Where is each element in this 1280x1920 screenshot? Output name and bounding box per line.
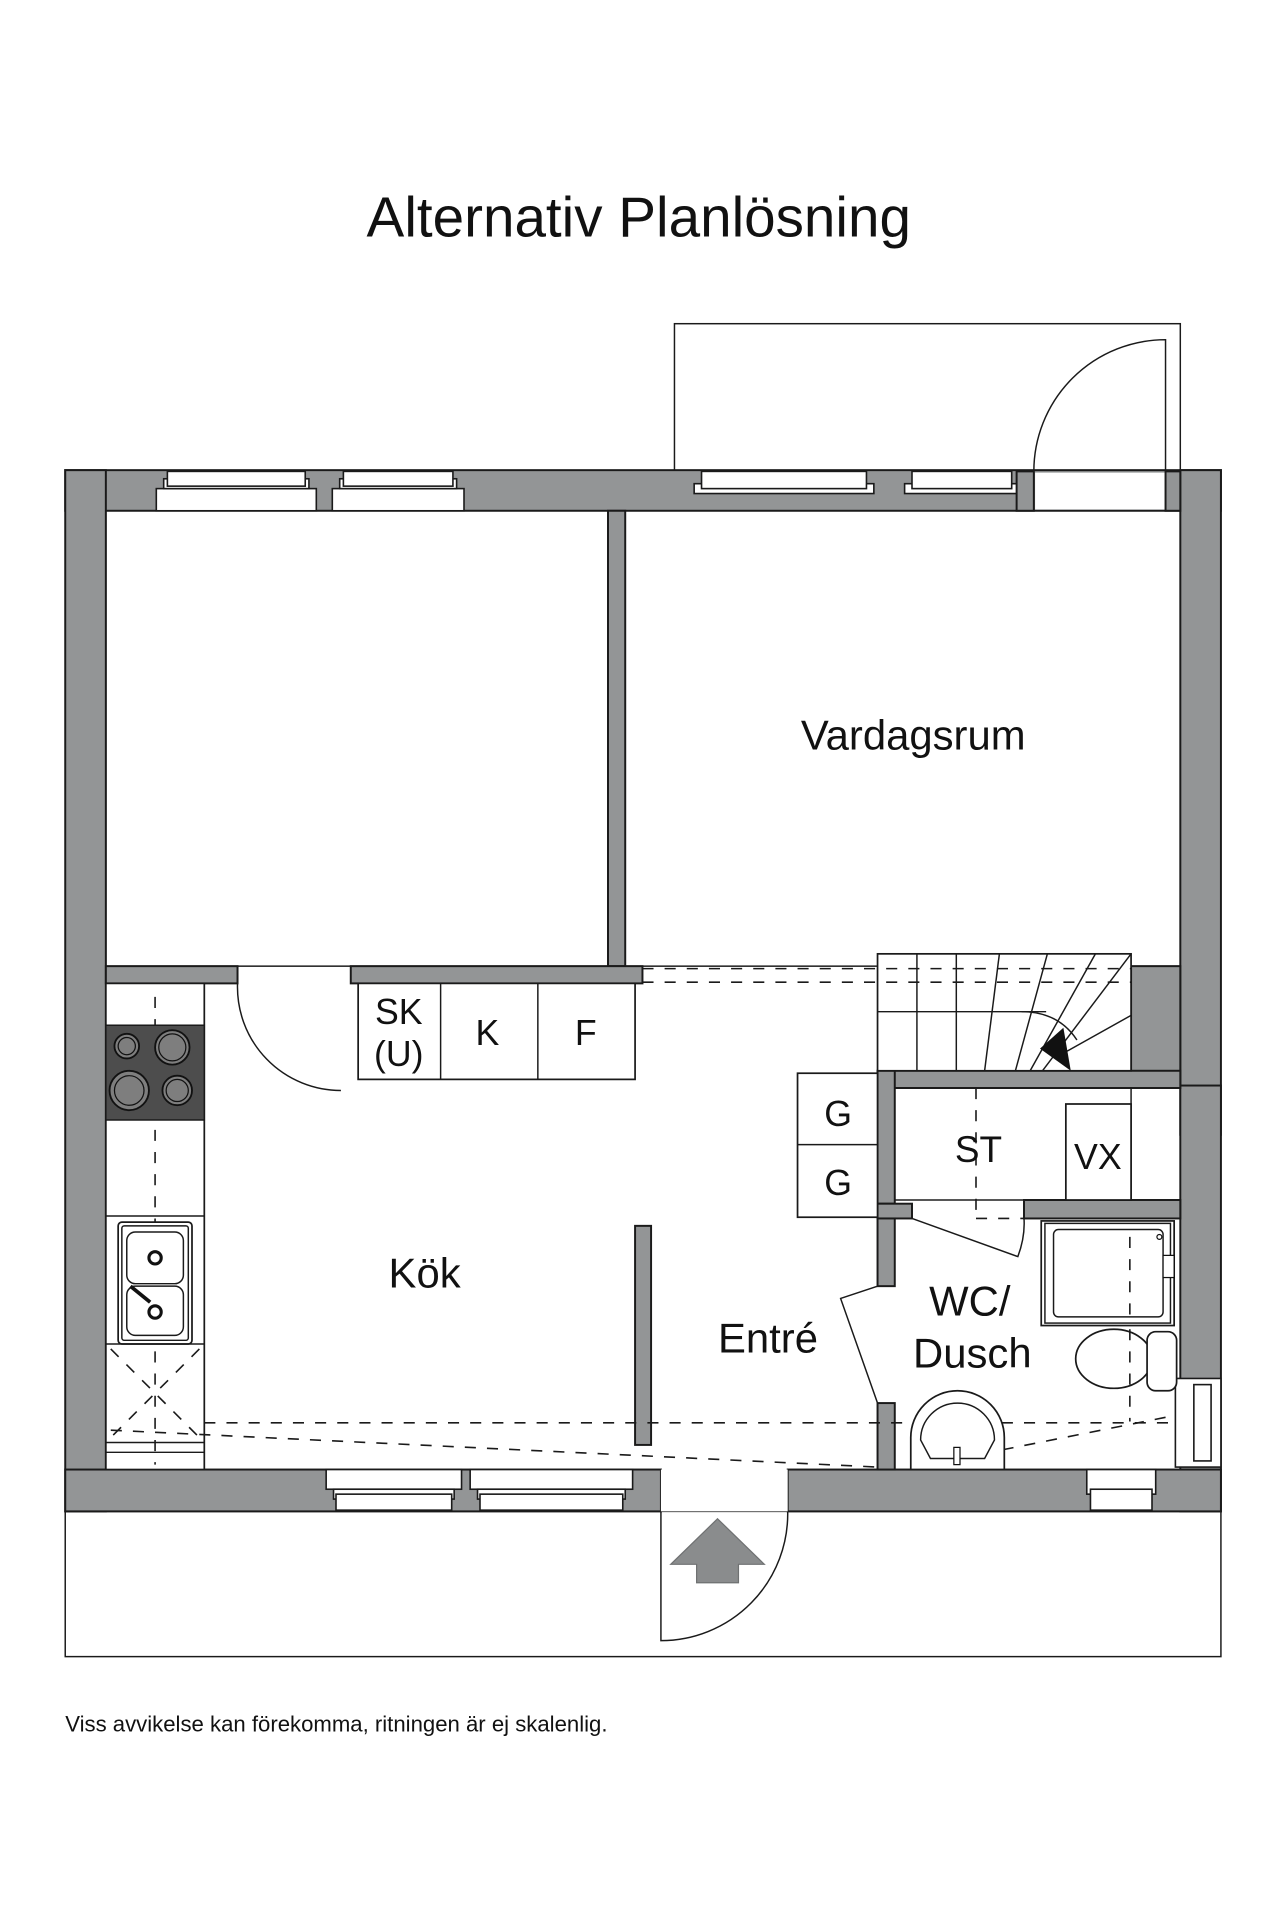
front-patio bbox=[64, 1510, 1222, 1658]
entrance-arrow-icon bbox=[669, 1517, 766, 1584]
bedroom-door bbox=[236, 983, 341, 1092]
entrance-label: Entré bbox=[718, 1315, 818, 1362]
window-bedroom-1 bbox=[155, 470, 318, 512]
storage-door bbox=[911, 1217, 1025, 1258]
living-room-label: Vardagsrum bbox=[801, 712, 1026, 759]
disclaimer: Viss avvikelse kan förekomma, ritningen … bbox=[65, 1712, 607, 1737]
balcony bbox=[673, 322, 1182, 473]
storage-label: ST bbox=[955, 1129, 1002, 1170]
bathroom-label-1: WC/ bbox=[929, 1278, 1011, 1325]
window-living-2 bbox=[903, 470, 1020, 495]
kitchen-label: Kök bbox=[389, 1249, 461, 1296]
kitchen-counter bbox=[104, 982, 206, 1471]
sink-icon bbox=[117, 1221, 193, 1345]
stove-icon bbox=[105, 1024, 206, 1121]
cabinet-sk-label: SK bbox=[375, 992, 423, 1032]
wardrobe-2-label: G bbox=[824, 1163, 852, 1203]
staircase bbox=[876, 952, 1132, 1072]
wardrobe-1-label: G bbox=[824, 1094, 852, 1134]
cabinet-u-label: (U) bbox=[374, 1034, 424, 1074]
cabinet-k-label: K bbox=[475, 1013, 499, 1053]
balcony-door bbox=[1033, 338, 1167, 510]
storage-room: ST VX bbox=[894, 1087, 1132, 1258]
window-kitchen-1 bbox=[325, 1468, 463, 1511]
window-living-1 bbox=[693, 470, 875, 495]
bathroom-door bbox=[839, 1285, 879, 1404]
window-kitchen-2 bbox=[469, 1468, 634, 1511]
toilet-icon bbox=[1074, 1328, 1178, 1422]
bathroom-label-2: Dusch bbox=[913, 1329, 1032, 1376]
front-door bbox=[660, 1469, 789, 1642]
cabinet-f-label: F bbox=[575, 1013, 597, 1053]
wardrobes: G G bbox=[796, 1072, 879, 1219]
water-heater-label: VX bbox=[1074, 1137, 1122, 1177]
kitchen-cabinets: SK (U) K F bbox=[357, 982, 636, 1081]
stair-direction-arrow-icon bbox=[1040, 1027, 1071, 1071]
shower-icon bbox=[1040, 1220, 1176, 1327]
washbasin-icon bbox=[909, 1389, 1006, 1471]
window-bath-side bbox=[1174, 1377, 1222, 1468]
window-bedroom-2 bbox=[331, 470, 465, 512]
window-bath bbox=[1085, 1468, 1157, 1511]
page-title: Alternativ Planlösning bbox=[367, 185, 911, 248]
